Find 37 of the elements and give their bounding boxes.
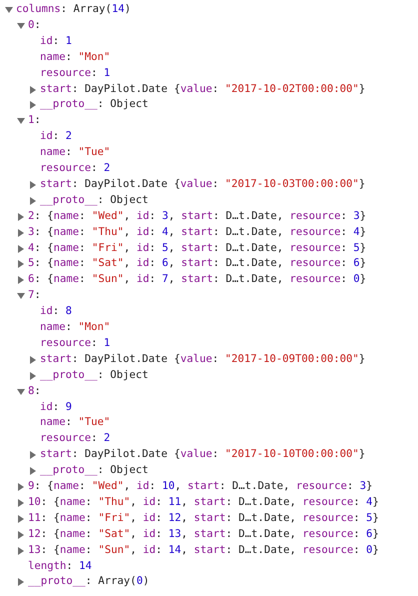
- property-line: name: "Mon": [40, 320, 110, 335]
- property-line: id: 2: [40, 129, 72, 144]
- property-line: id: 8: [40, 304, 72, 320]
- property-line: 1:: [28, 113, 41, 128]
- property-line: start: DayPilot.Date {value: "2017-10-10T00:00:00"}: [40, 447, 366, 462]
- property-line: length: 14: [28, 558, 92, 574]
- property-line: 2: {name: "Wed", id: 3, start: D…t.Date, resource: 3}: [28, 208, 366, 224]
- property-line: start: DayPilot.Date {value: "2017-10-09T00:00:00"}: [40, 352, 366, 367]
- property-line: 4: {name: "Fri", id: 5, start: D…t.Date, resource: 5}: [28, 240, 366, 256]
- property-line: 9: {name: "Wed", id: 10, start: D…t.Date, resource: 3}: [28, 479, 373, 494]
- property-line: 13: {name: "Sun", id: 14, start: D…t.Date, resource: 0}: [28, 542, 379, 558]
- property-line: __proto__: Object: [40, 463, 148, 478]
- property-line: start: DayPilot.Date {value: "2017-10-02T00:00:00"}: [40, 82, 366, 96]
- property-line: 5: {name: "Sat", id: 6, start: D…t.Date, resource: 6}: [28, 256, 366, 272]
- property-line: name: "Tue": [40, 145, 110, 160]
- property-line: 7:: [28, 288, 41, 304]
- property-line: 3: {name: "Thu", id: 4, start: D…t.Date, resource: 4}: [28, 224, 366, 240]
- property-line: name: "Tue": [40, 415, 110, 430]
- property-line: columns: Array(14): [16, 2, 131, 17]
- property-line: name: "Mon": [40, 50, 110, 65]
- property-line: id: 9: [40, 400, 72, 414]
- property-line: 10: {name: "Thu", id: 11, start: D…t.Date, resource: 4}: [28, 494, 379, 510]
- property-line: start: DayPilot.Date {value: "2017-10-03T00:00:00"}: [40, 176, 366, 192]
- property-line: 6: {name: "Sun", id: 7, start: D…t.Date, resource: 0}: [28, 272, 366, 288]
- property-line: 0:: [28, 18, 41, 33]
- property-line: resource: 1: [40, 336, 110, 351]
- property-line: resource: 2: [40, 431, 110, 446]
- property-line: 11: {name: "Fri", id: 12, start: D…t.Date, resource: 5}: [28, 510, 379, 526]
- property-line: resource: 2: [40, 161, 110, 176]
- property-line: 8:: [28, 384, 41, 399]
- property-line: 12: {name: "Sat", id: 13, start: D…t.Date, resource: 6}: [28, 526, 379, 542]
- property-line: __proto__: Object: [40, 97, 148, 112]
- property-line: id: 1: [40, 34, 72, 49]
- property-line: resource: 1: [40, 66, 110, 81]
- property-line: __proto__: Object: [40, 192, 148, 208]
- property-line: __proto__: Object: [40, 368, 148, 383]
- property-line: __proto__: Array(0): [28, 574, 150, 590]
